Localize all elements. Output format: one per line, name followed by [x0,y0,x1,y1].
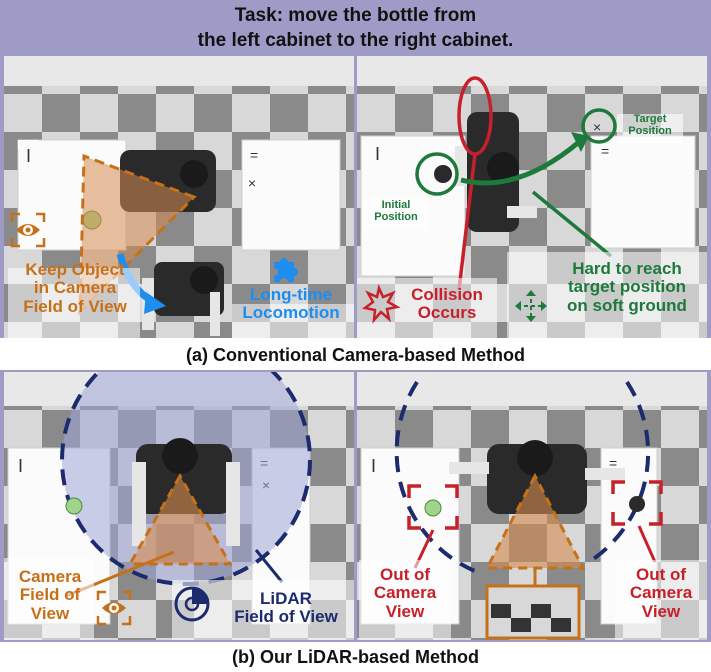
collision-icon [362,284,401,324]
svg-text:I: I [371,456,376,476]
out-of-view-left-label: Out of Camera View [373,565,437,621]
task-line-2: the left cabinet to the right cabinet. [197,30,514,51]
keep-object-label: Keep Object in Camera Field of View [23,260,127,316]
panel-a-left-scene: I = × [4,56,354,338]
target-position-label: Target Position [628,113,672,137]
camera-fov-label: Camera Field of View [18,567,82,623]
header-band [0,0,711,56]
lidar-fov-label: LiDAR Field of View [234,589,338,627]
svg-text:×: × [248,175,256,191]
svg-text:=: = [609,455,617,471]
panel-a-right-scene: I = × [357,56,707,338]
puzzle-icon [274,258,298,282]
hard-to-reach-label: Hard to reach target position on soft gr… [567,259,687,315]
long-time-locomotion-label: Long-time Locomotion [242,285,340,323]
svg-text:I: I [18,456,23,476]
green-path-arrow [460,140,581,186]
radar-icon [174,586,210,622]
panel-b-left-scene: I = × [4,372,354,640]
panel-b-right: I = [357,372,707,640]
collision-occurs-label: Collision Occurs [411,285,483,323]
out-of-view-box-right [611,480,663,563]
svg-text:×: × [593,119,601,135]
target-circle [581,108,617,144]
eye-icon [10,212,46,248]
task-line-1: Task: move the bottle from [234,5,477,26]
panel-b-right-scene: I = [357,372,707,640]
panel-a-left: I = × [4,56,354,338]
out-of-view-right-label: Out of Camera View [629,565,693,621]
caption-b: (b) Our LiDAR-based Method [232,647,479,667]
camera-fov-triangle-b [127,472,233,566]
svg-text:I: I [375,144,380,164]
svg-text:I: I [26,146,31,166]
panel-a-right: I = × [357,56,707,338]
eye-icon [96,590,132,626]
panel-b-left: I = × [4,372,354,640]
svg-text:=: = [250,147,258,163]
svg-text:=: = [601,143,609,159]
caption-a: (a) Conventional Camera-based Method [185,345,526,365]
initial-position-label: Initial Position [374,199,418,223]
initial-circle [415,152,459,196]
move-icon [515,290,547,322]
